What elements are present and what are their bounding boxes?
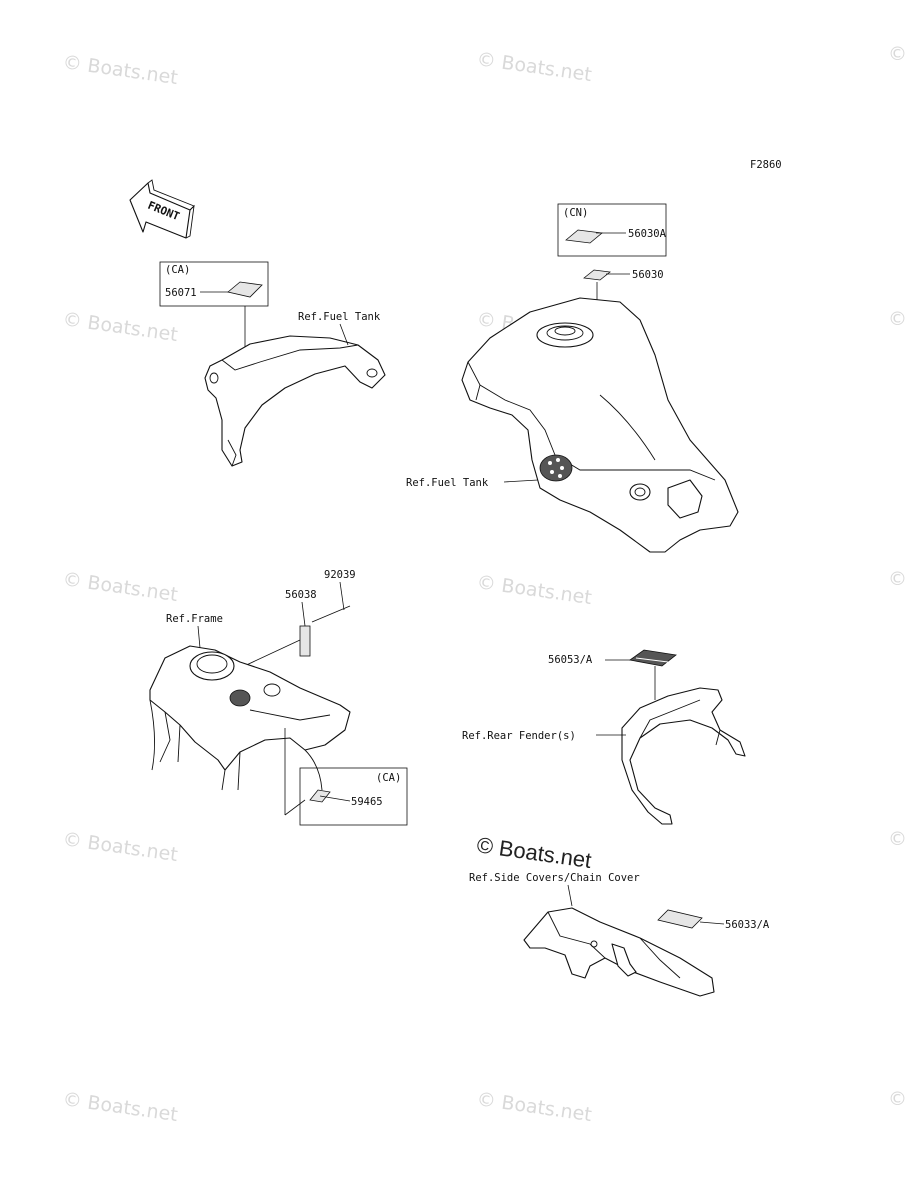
ref-frame[interactable]: Ref.Frame bbox=[166, 613, 223, 625]
front-arrow-icon: FRONT bbox=[129, 179, 195, 239]
ref-rear-fender[interactable]: Ref.Rear Fender(s) bbox=[462, 730, 576, 742]
group-56030: (CN) 56030A 56030 Ref.Fuel Tank bbox=[406, 203, 739, 553]
group-56038: 92039 56038 Ref.Frame (CA) 59465 bbox=[149, 569, 408, 826]
watermark: © Boats.net bbox=[61, 1088, 179, 1126]
watermark: © Boats.net bbox=[475, 48, 593, 86]
sticker-56030 bbox=[583, 269, 611, 281]
watermark-edge: © bbox=[888, 568, 907, 590]
callout-box-ca-59465 bbox=[299, 767, 408, 826]
ref-side-covers[interactable]: Ref.Side Covers/Chain Cover bbox=[469, 872, 640, 884]
watermark: © Boats.net bbox=[475, 571, 593, 609]
sticker-56071 bbox=[227, 281, 263, 298]
region-label-cn: (CN) bbox=[563, 207, 588, 219]
part-number-56030a[interactable]: 56030A bbox=[628, 228, 667, 240]
part-number-56030[interactable]: 56030 bbox=[632, 269, 664, 281]
part-number-56038[interactable]: 56038 bbox=[285, 589, 317, 601]
region-label-ca: (CA) bbox=[165, 264, 190, 276]
watermark-edge: © bbox=[888, 1088, 907, 1110]
group-56053: 56053/A Ref.Rear Fender(s) bbox=[462, 649, 746, 825]
fuel-tank-cover-part bbox=[204, 335, 386, 467]
group-56071: (CA) 56071 Ref.Fuel Tank bbox=[159, 261, 386, 467]
watermark: © Boats.net bbox=[475, 1088, 593, 1126]
ref-fuel-tank-lower[interactable]: Ref.Fuel Tank bbox=[406, 477, 489, 489]
watermark-edge: © bbox=[888, 828, 907, 850]
sticker-56030a bbox=[565, 229, 603, 244]
part-number-56071[interactable]: 56071 bbox=[165, 287, 197, 299]
part-number-92039[interactable]: 92039 bbox=[324, 569, 356, 581]
region-label-ca-59465: (CA) bbox=[376, 772, 401, 784]
ref-fuel-tank-upper[interactable]: Ref.Fuel Tank bbox=[298, 311, 381, 323]
watermark-edge: © bbox=[888, 43, 907, 65]
watermark: © Boats.net bbox=[61, 828, 179, 866]
watermark: © Boats.net bbox=[61, 568, 179, 606]
figure-code: F2860 bbox=[750, 159, 782, 171]
tank-grille bbox=[539, 454, 573, 482]
callout-box-ca bbox=[159, 261, 269, 307]
part-number-59465[interactable]: 59465 bbox=[351, 796, 383, 808]
frame-part bbox=[149, 645, 351, 771]
rear-fender-part bbox=[621, 687, 746, 825]
callout-box-cn bbox=[557, 203, 667, 257]
watermark-overlay: © Boats.net bbox=[475, 832, 593, 873]
fuel-tank-part bbox=[461, 297, 739, 553]
watermark: © Boats.net bbox=[61, 51, 179, 89]
watermark-grid: © Boats.net © Boats.net © Boats.net © Bo… bbox=[61, 43, 907, 1126]
watermark: © Boats.net bbox=[61, 308, 179, 346]
sticker-56038 bbox=[299, 625, 311, 657]
sticker-56033a bbox=[657, 909, 703, 929]
rivet-92039 bbox=[311, 605, 351, 623]
part-number-56053a[interactable]: 56053/A bbox=[548, 654, 593, 666]
group-56033: © Boats.net Ref.Side Covers/Chain Cover … bbox=[469, 832, 770, 997]
watermark-edge: © bbox=[888, 308, 907, 330]
part-number-56033a[interactable]: 56033/A bbox=[725, 919, 770, 931]
